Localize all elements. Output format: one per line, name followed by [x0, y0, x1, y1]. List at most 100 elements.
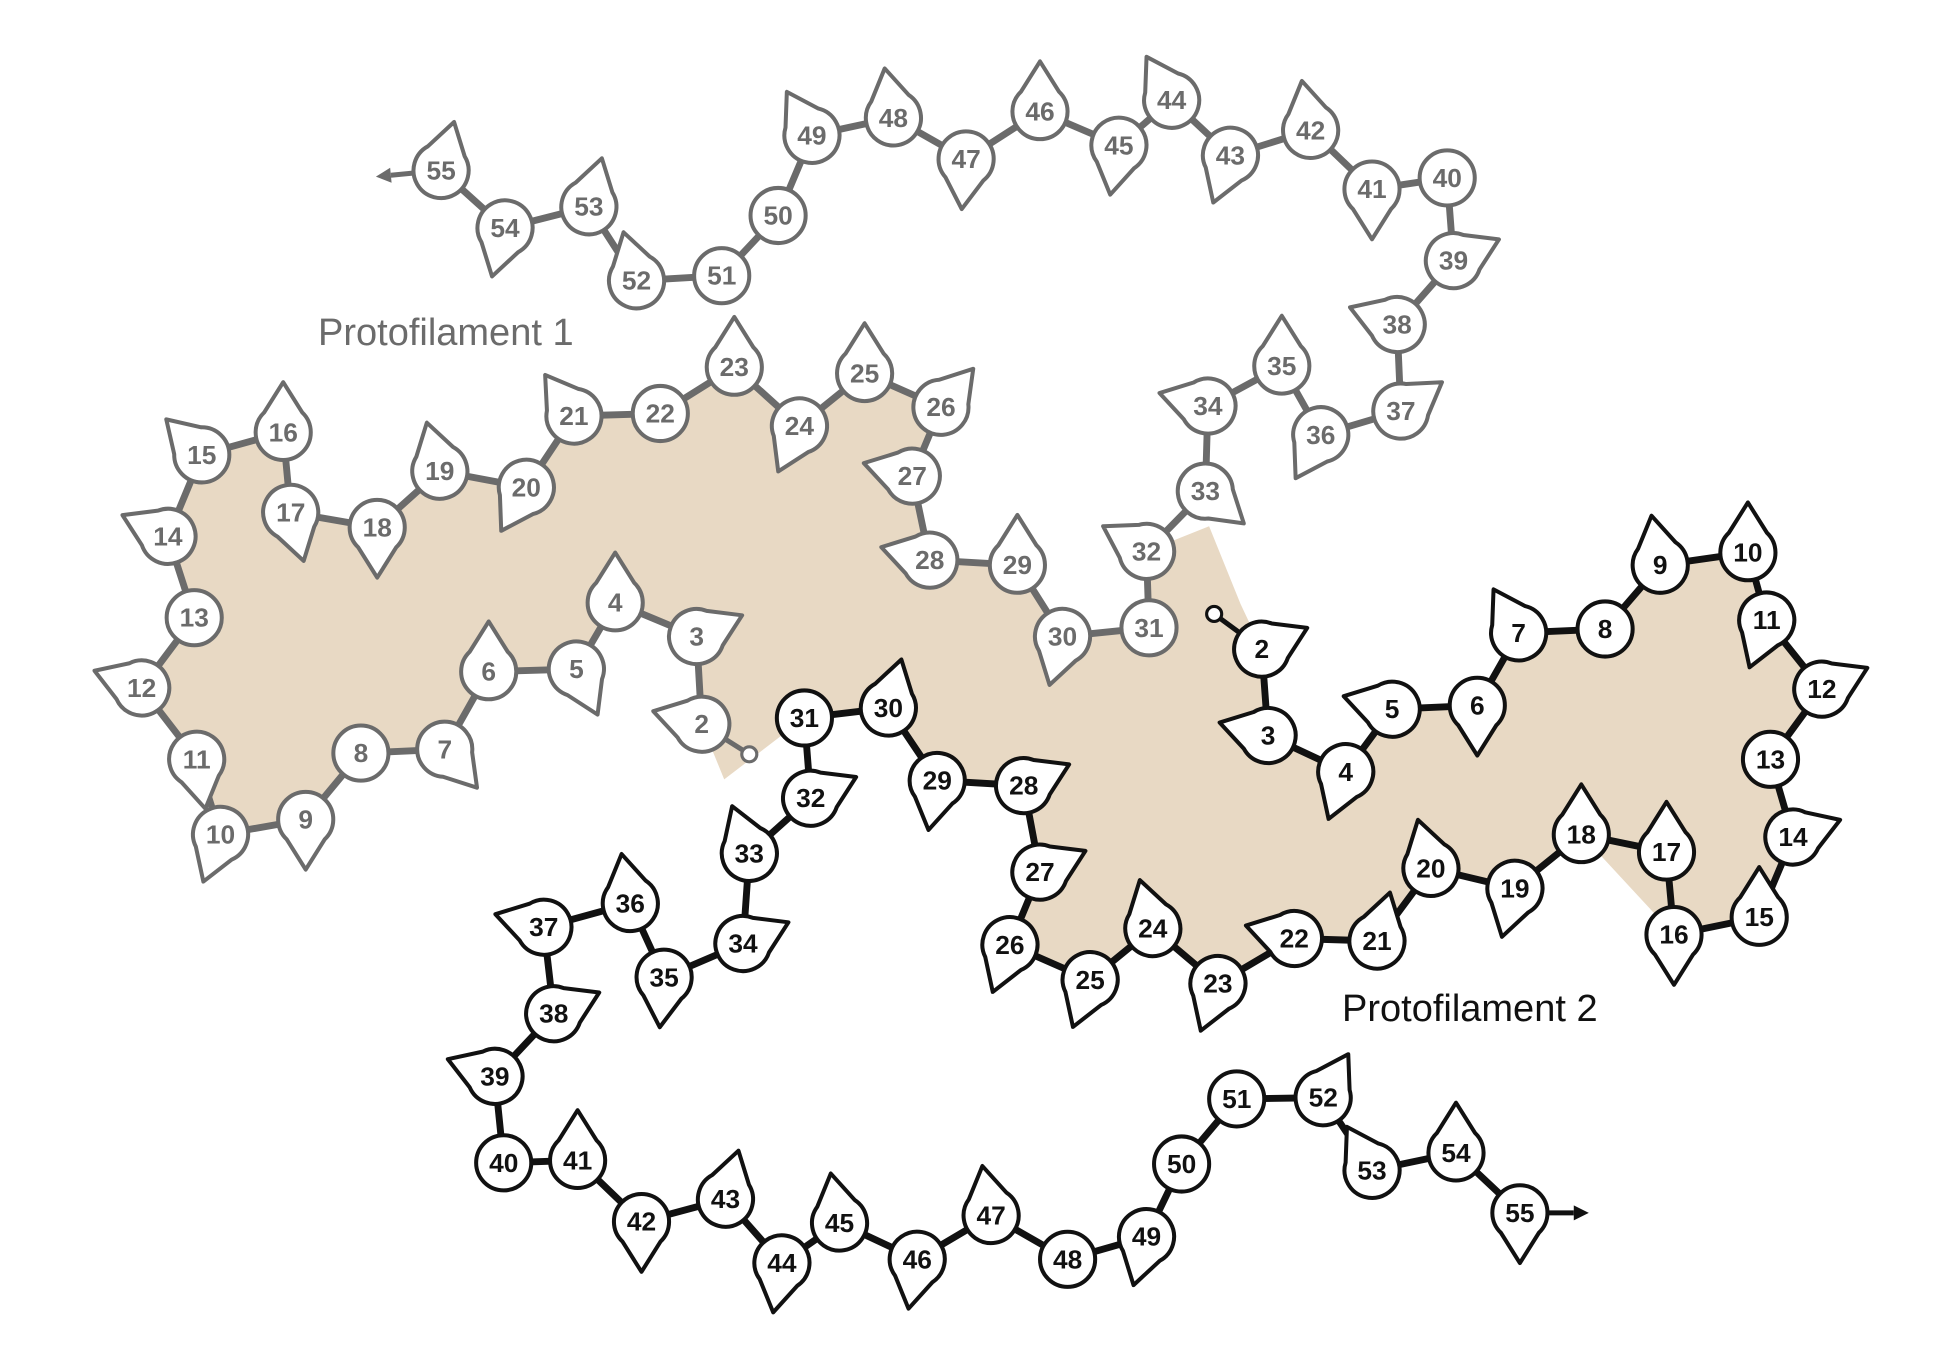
residue-node: 46	[1010, 59, 1070, 142]
residue-number: 41	[563, 1145, 592, 1175]
residue-number: 49	[797, 120, 826, 150]
residue-teardrop	[858, 657, 918, 738]
residue-node: 54	[475, 198, 535, 279]
residue-number: 50	[763, 201, 792, 231]
residue-node: 17	[1636, 799, 1697, 882]
residue-node: 19	[410, 420, 470, 501]
residue-number: 24	[785, 411, 815, 441]
residue-node: 40	[474, 1133, 534, 1193]
residue-teardrop	[1157, 376, 1238, 436]
residue-teardrop	[1089, 115, 1149, 197]
residue-teardrop	[1718, 500, 1778, 583]
residue-node: 51	[1207, 1069, 1267, 1129]
residue-number: 37	[529, 912, 558, 942]
residue-number: 12	[1807, 674, 1836, 704]
residue-node: 38	[1347, 294, 1427, 355]
residue-node: 43	[695, 1148, 755, 1229]
residue-number: 33	[1191, 476, 1220, 506]
residue-node: 48	[863, 66, 923, 148]
residue-number: 19	[425, 456, 454, 486]
residue-teardrop	[781, 768, 859, 828]
n-terminus-marker	[740, 745, 759, 764]
residue-number: 44	[767, 1248, 797, 1278]
residue-teardrop	[347, 497, 407, 580]
residue-teardrop	[704, 314, 764, 397]
residue-node: 12	[92, 658, 172, 718]
residue-teardrop	[1644, 905, 1704, 987]
residue-node: 47	[936, 129, 996, 212]
residue-node: 3	[667, 607, 745, 667]
residue-node: 44	[752, 1233, 812, 1315]
residue-node: 5	[546, 639, 606, 717]
residue-number: 22	[646, 399, 675, 429]
residue-node: 38	[524, 984, 602, 1044]
residue-teardrop	[1729, 865, 1789, 947]
residue-number: 41	[1357, 174, 1386, 204]
residue-node: 39	[1423, 231, 1501, 291]
residue-number: 37	[1386, 396, 1415, 426]
residue-teardrop	[911, 366, 976, 437]
residue-number: 47	[951, 144, 980, 174]
residue-number: 6	[1470, 690, 1485, 720]
residue-node: 9	[1630, 513, 1690, 595]
residue-teardrop	[1232, 619, 1310, 679]
residue-number: 50	[1167, 1149, 1196, 1179]
residue-node: 52	[607, 230, 667, 311]
residue-node: 13	[1740, 729, 1801, 789]
residue-node: 8	[1575, 599, 1635, 659]
residue-teardrop	[1101, 521, 1177, 581]
residue-circle	[774, 688, 834, 748]
residue-teardrop	[879, 530, 960, 590]
residue-number: 5	[569, 654, 584, 684]
core-fill	[141, 367, 1822, 984]
residue-teardrop	[167, 729, 227, 811]
residue-circle	[692, 246, 752, 306]
residue-node: 27	[861, 446, 942, 506]
residue-teardrop	[1175, 461, 1246, 526]
residue-number: 32	[1132, 536, 1161, 566]
residue-number: 46	[1025, 97, 1054, 127]
residue-number: 27	[1025, 857, 1054, 887]
residue-number: 29	[1003, 550, 1032, 580]
residue-node: 11	[1737, 590, 1797, 670]
residue-circle	[1119, 598, 1179, 658]
core-region	[141, 367, 1822, 984]
residue-node: 43	[1200, 125, 1260, 205]
residue-number: 40	[1433, 163, 1462, 193]
residue-number: 46	[903, 1244, 932, 1274]
residue-number: 52	[622, 266, 651, 296]
residue-node: 40	[1417, 148, 1477, 208]
residue-node: 39	[445, 1046, 525, 1106]
residue-node: 20	[496, 457, 556, 533]
residue-node: 50	[1152, 1134, 1212, 1194]
residue-node: 53	[559, 156, 619, 237]
residue-number: 33	[735, 838, 764, 868]
residue-node: 6	[459, 619, 519, 702]
residue-teardrop	[1763, 807, 1843, 867]
residue-teardrop	[634, 947, 694, 1030]
residue-node: 48	[1038, 1229, 1098, 1289]
residue-number: 17	[276, 498, 305, 528]
residue-node: 18	[347, 497, 407, 580]
residue-teardrop	[987, 512, 1047, 595]
residue-node: 16	[1644, 905, 1704, 987]
residue-number: 18	[363, 513, 392, 543]
residue-node: 42	[611, 1192, 672, 1274]
residue-teardrop	[164, 417, 232, 485]
residue-node: 21	[1347, 890, 1407, 971]
residue-node: 37	[1371, 380, 1444, 441]
residue-number: 4	[608, 588, 623, 618]
residue-node: 12	[1792, 659, 1870, 719]
residue-circle	[1740, 729, 1801, 789]
residue-teardrop	[493, 897, 574, 957]
residue-number: 48	[879, 103, 908, 133]
residue-teardrop	[1371, 380, 1444, 441]
residue-number: 55	[426, 155, 455, 185]
residue-number: 51	[707, 261, 736, 291]
residue-node: 54	[1426, 1100, 1486, 1183]
residue-teardrop	[961, 1164, 1021, 1246]
residue-number: 38	[1382, 310, 1411, 340]
residue-node: 55	[1490, 1183, 1550, 1266]
residue-number: 13	[180, 603, 209, 633]
residue-teardrop	[752, 1233, 812, 1315]
